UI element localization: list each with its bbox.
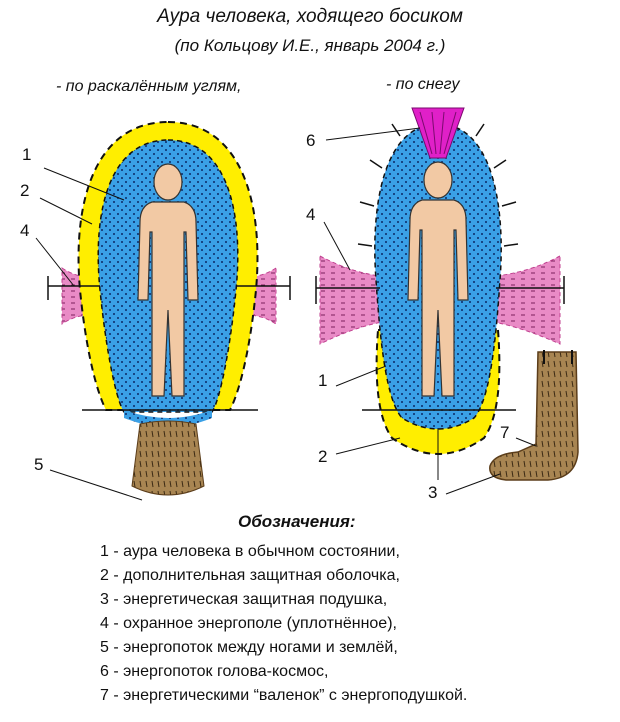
- right-callout-4: 4: [306, 205, 315, 224]
- legend-item-7: 7 - энергетическими “валенок” с энергопо…: [100, 687, 468, 704]
- legend-item-3: 3 - энергетическая защитная подушка,: [100, 591, 388, 608]
- legend-list: 1 - аура человека в обычном состоянии, 2…: [100, 540, 467, 708]
- legend-title: Обозначения:: [238, 512, 356, 531]
- right-field-right: [493, 255, 561, 345]
- right-field-left: [319, 255, 383, 345]
- left-aura-figure: 1 2 4 5: [20, 120, 291, 501]
- legend-item-6: 6 - энергопоток голова-космос,: [100, 663, 329, 680]
- legend-item-4: 4 - охранное энергополе (уплотнённое),: [100, 615, 397, 632]
- right-callout-3: 3: [428, 483, 437, 502]
- right-aura-spines: [357, 123, 519, 247]
- left-callout-2: 2: [20, 181, 29, 200]
- left-brown-flow: [131, 420, 205, 496]
- right-caption: - по снегу: [386, 76, 460, 93]
- right-human-body: [407, 161, 469, 397]
- left-human-body: [137, 163, 199, 397]
- legend-item-5: 5 - энергопоток между ногами и землёй,: [100, 639, 398, 656]
- right-cosmos-flow: [411, 107, 465, 159]
- left-caption: - по раскалённым углям,: [56, 78, 242, 95]
- left-callout-1: 1: [22, 145, 31, 164]
- left-callout-4: 4: [20, 221, 29, 240]
- right-callout-6: 6: [306, 131, 315, 150]
- right-callout-2: 2: [318, 447, 327, 466]
- legend-item-2: 2 - дополнительная защитная оболочка,: [100, 567, 400, 584]
- diagram-title: Аура человека, ходящего босиком: [157, 6, 463, 27]
- right-callout-1: 1: [318, 371, 327, 390]
- legend-item-1: 1 - аура человека в обычном состоянии,: [100, 543, 400, 560]
- right-callout-7: 7: [500, 423, 509, 442]
- valenok-boot: [489, 350, 579, 481]
- diagram-subtitle: (по Кольцову И.Е., январь 2004 г.): [174, 36, 446, 55]
- left-callout-5: 5: [34, 455, 43, 474]
- right-aura-figure: 6 4 1 2 3 7: [306, 107, 579, 502]
